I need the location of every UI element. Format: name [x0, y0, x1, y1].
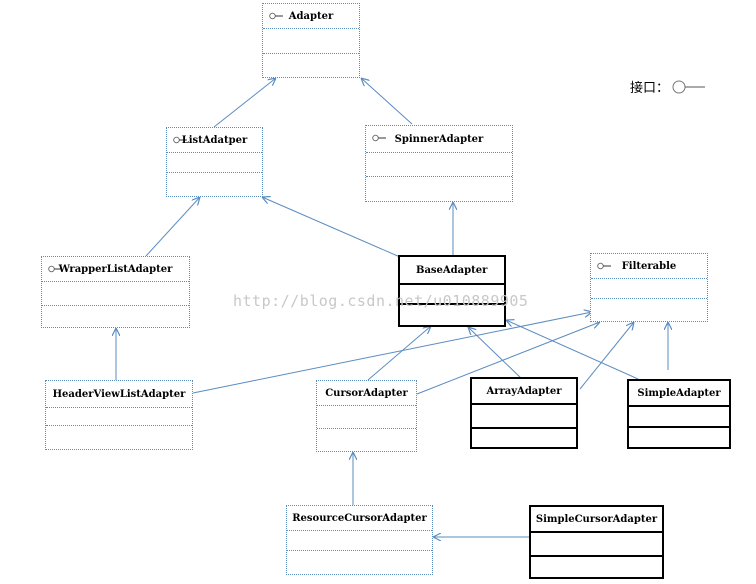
spinneradapter-title: SpinnerAdapter [394, 133, 484, 145]
legend-label: 接口： [630, 81, 670, 96]
interface-lollipop-icon [372, 134, 386, 142]
edge-wrapper-listadapter [145, 197, 200, 257]
methods-section [46, 425, 192, 449]
simpleadapter-box: SimpleAdapter [627, 379, 731, 449]
arrayadapter-box: ArrayAdapter [470, 377, 578, 449]
attributes-section [42, 281, 189, 306]
headerviewlistadapter-title: HeaderViewListAdapter [52, 388, 186, 400]
methods-section [317, 428, 416, 451]
resourcecursoradapter-box: ResourceCursorAdapter [286, 505, 433, 575]
interface-lollipop-icon [597, 262, 611, 270]
edge-spinneradapter-adapter [361, 78, 413, 125]
edge-cursoradapter-baseadapter [367, 326, 431, 381]
cursoradapter-box: CursorAdapter [316, 380, 417, 452]
methods-section [629, 426, 729, 447]
methods-section [531, 555, 662, 577]
methods-section [263, 53, 359, 77]
attributes-section [591, 278, 707, 299]
resourcecursoradapter-title: ResourceCursorAdapter [292, 512, 427, 524]
attributes-section [472, 403, 576, 429]
interface-lollipop-icon [672, 80, 706, 93]
adapter-box: Adapter [262, 3, 360, 78]
methods-section [366, 176, 512, 201]
filterable-box: Filterable [590, 253, 708, 322]
attributes-section [531, 531, 662, 557]
edge-simpleadapter-baseadapter [506, 320, 639, 380]
filterable-title: Filterable [621, 260, 677, 272]
methods-section [472, 427, 576, 447]
interface-lollipop-icon [48, 265, 62, 273]
wrapperlistadapter-box: WrapperListAdapter [41, 256, 190, 328]
listadapter-box: ListAdatper [166, 127, 263, 197]
baseadapter-box: BaseAdapter [398, 255, 506, 327]
attributes-section [400, 283, 504, 305]
edge-arrayadapter-filterable [579, 322, 634, 390]
listadapter-title: ListAdatper [181, 134, 248, 146]
headerviewlistadapter-box: HeaderViewListAdapter [45, 380, 193, 450]
methods-section [167, 172, 262, 196]
methods-section [287, 550, 432, 574]
attributes-section [167, 152, 262, 173]
simplecursoradapter-box: SimpleCursorAdapter [529, 505, 664, 579]
edge-listadapter-adapter [213, 78, 276, 128]
attributes-section [46, 407, 192, 426]
adapter-title: Adapter [288, 10, 334, 22]
edge-headerview-filterable [192, 312, 592, 394]
interface-lollipop-icon [269, 12, 283, 20]
edge-arrayadapter-baseadapter [468, 327, 524, 381]
arrayadapter-title: ArrayAdapter [486, 385, 562, 397]
attributes-section [317, 405, 416, 429]
spinneradapter-box: SpinnerAdapter [365, 125, 513, 202]
attributes-section [366, 152, 512, 177]
simplecursoradapter-title: SimpleCursorAdapter [535, 513, 658, 525]
interface-lollipop-icon [173, 136, 187, 144]
attributes-section [263, 28, 359, 54]
methods-section [591, 298, 707, 321]
cursoradapter-title: CursorAdapter [325, 387, 408, 399]
edge-baseadapter-listadapter [262, 197, 401, 258]
methods-section [42, 305, 189, 327]
interface-legend: 接口： [630, 77, 706, 96]
wrapperlistadapter-title: WrapperListAdapter [58, 263, 173, 275]
attributes-section [287, 530, 432, 551]
edge-cursoradapter-filterable [416, 322, 600, 395]
methods-section [400, 303, 504, 325]
attributes-section [629, 405, 729, 428]
simpleadapter-title: SimpleAdapter [637, 387, 721, 399]
baseadapter-title: BaseAdapter [416, 264, 488, 276]
